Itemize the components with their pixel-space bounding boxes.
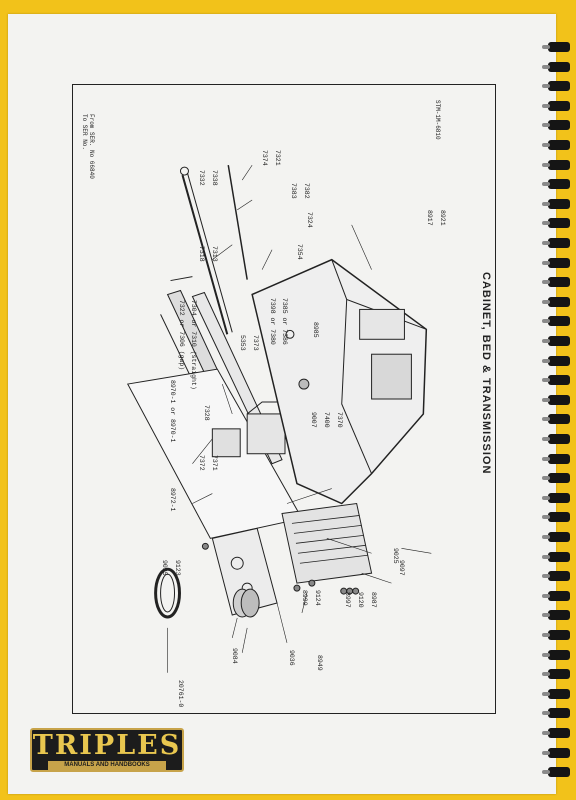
part-number-label: 7313 [211,246,218,262]
binding-ring [542,238,570,248]
part-number-label: 7318 [198,246,205,262]
binding-ring [542,630,570,640]
spiral-binding [542,14,576,794]
part-number-label: 8972-1 [169,488,176,512]
binding-ring [542,610,570,621]
part-number-label: 7322 or 7306 (gap) [178,300,185,371]
binding-ring [542,120,570,131]
part-number-label: 8999 [301,590,308,606]
part-number-label: 7354 [296,244,303,260]
part-number-label: 7373 [252,335,259,351]
binding-ring [542,414,570,425]
document-reference: STM-1M-6810 [434,100,441,140]
part-number-label: 7372 [198,455,205,471]
binding-ring [542,688,570,699]
binding-ring [542,316,570,327]
part-number-label: 8970-1 or 8970-1 [169,380,176,443]
part-number-label: 7370 [336,412,343,428]
part-number-label: 7332 [198,170,205,186]
part-number-label: 8987 [370,592,377,608]
binding-ring [542,590,570,601]
part-number-label: 9007 [310,412,317,428]
part-number-label: 8917 [426,210,433,226]
binding-ring [542,434,570,444]
binding-ring [542,218,570,229]
part-number-label: 7400 [323,412,330,428]
part-number-label: 7324 [306,212,313,228]
part-number-label: 5353 [239,335,246,351]
binding-ring [542,159,570,170]
binding-ring [542,81,570,92]
part-number-label: 20761-0 [177,680,184,708]
binding-ring [542,257,570,268]
binding-ring [542,649,570,660]
part-number-label: 9036 [288,650,295,666]
binding-ring [542,42,570,52]
binding-ring [542,61,570,72]
logo-wordmark: TRIPLES [32,730,182,761]
part-number-label: 9095 [161,560,168,576]
part-number-label: 8997 [344,592,351,608]
serial-note-line1: From SER. No 66840 [88,114,95,179]
binding-ring [542,453,570,464]
part-number-label: 7328 [203,405,210,421]
part-number-label: 8985 [312,322,319,338]
section-title: CABINET, BED & TRANSMISSION [480,272,492,475]
binding-ring [542,473,570,484]
binding-ring [542,179,570,190]
part-number-label: 7321 [274,150,281,166]
part-number-label: 9123 [174,560,181,576]
part-number-label: 7385 or 7386 [281,298,288,345]
logo-tagline: MANUALS AND HANDBOOKS [48,761,166,770]
part-number-label: 7371 [211,455,218,471]
part-number-label: 7383 [290,183,297,199]
binding-ring [542,728,570,738]
binding-ring [542,767,570,778]
binding-ring [542,394,570,405]
triples-logo: TRIPLES MANUALS AND HANDBOOKS [30,728,184,772]
binding-ring [542,747,570,758]
part-number-label: 7398 or 7380 [269,298,276,345]
part-number-label: 8921 [439,210,446,226]
binding-ring [542,296,570,307]
binding-ring [542,492,570,503]
binding-ring [542,669,570,680]
part-number-label: 7338 [211,170,218,186]
binding-ring [542,277,570,288]
binding-ring [542,571,570,582]
part-number-label: 9025 [392,548,399,564]
binding-ring [542,100,570,111]
part-number-label: 7374 [261,150,268,166]
binding-ring [542,336,570,346]
part-number-label: 8949 [316,655,323,671]
binding-ring [542,512,570,523]
part-number-label: 9084 [231,648,238,664]
part-number-label: 9124 [314,590,321,606]
binding-ring [542,532,570,542]
binding-ring [542,551,570,562]
binding-ring [542,708,570,719]
binding-ring [542,355,570,366]
binding-ring [542,140,570,150]
part-number-label: 7304 or 7310 (straight) [190,300,197,390]
part-number-label: 7382 [303,183,310,199]
binding-ring [542,375,570,386]
binding-ring [542,198,570,209]
serial-note-line2: To SER No. [81,114,88,151]
part-number-label: 9120 [357,592,364,608]
drawing-frame [72,84,496,714]
serial-note: From SER. No 66840 To SER No. [81,114,95,179]
exploded-parts-drawing [126,164,432,673]
part-number-label: 9097 [398,560,405,576]
